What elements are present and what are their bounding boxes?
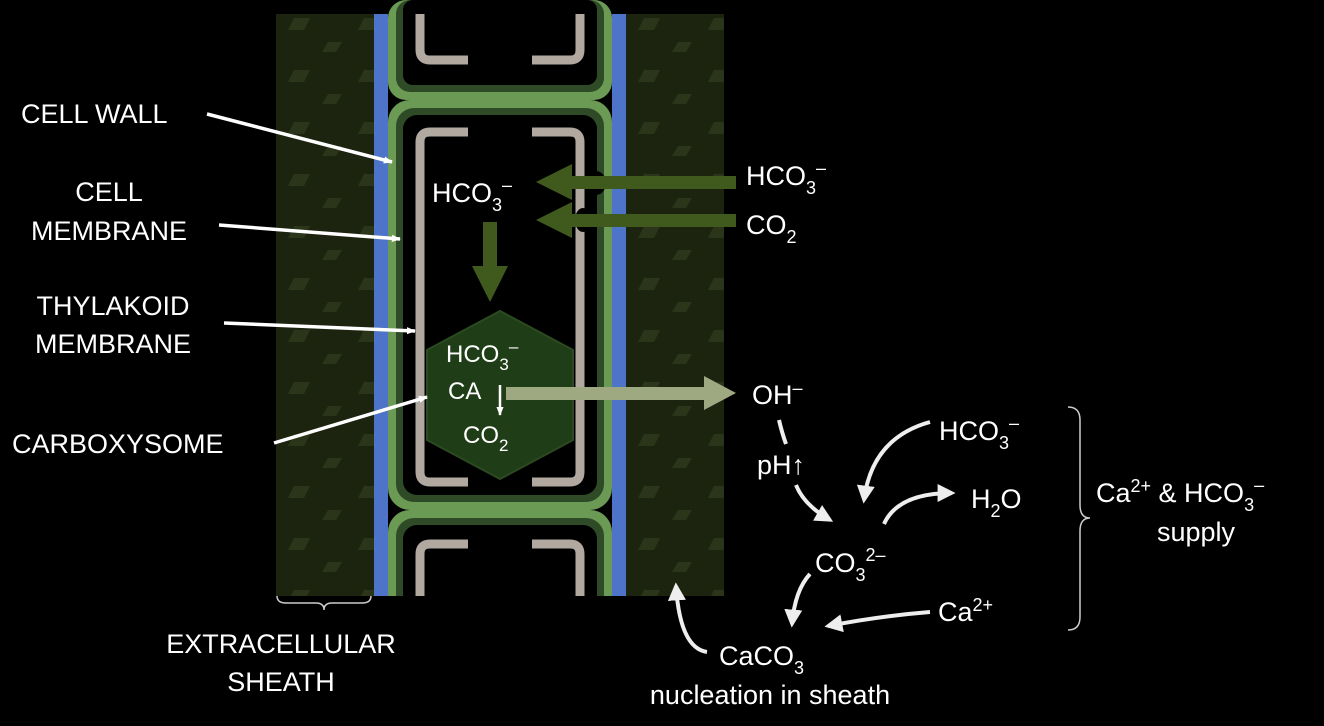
pointer-arrows: [206, 112, 428, 445]
hco3-external-label: HCO3–: [939, 413, 1019, 453]
sheath-right: [626, 14, 724, 596]
supply-brace: [1067, 406, 1091, 631]
ca-enzyme-label: CA: [448, 378, 481, 405]
hco3-inside-label: HCO3–: [432, 175, 512, 215]
ph-rise-label: pH↑: [757, 450, 805, 480]
co2-carboxysome-label: CO2: [463, 422, 508, 455]
sheath-left: [276, 14, 374, 596]
cell-wall-right: [612, 14, 626, 596]
supply-line-2: supply: [1157, 517, 1236, 547]
hco3-carboxysome-label: HCO3–: [446, 337, 519, 374]
hydroxide-label: OH–: [752, 378, 803, 410]
label-sheath-1: EXTRACELLULAR: [166, 629, 396, 659]
water-label: H2O: [971, 484, 1022, 521]
label-carboxysome: CARBOXYSOME: [12, 429, 224, 459]
reaction-arrows: [667, 419, 956, 654]
calcite-label: CaCO3: [719, 641, 804, 678]
label-thylakoid-1: THYLAKOID: [36, 291, 189, 321]
oh-export-arrow: [506, 376, 736, 410]
uptake-arrows: [472, 164, 736, 302]
label-cell-membrane-1: CELL: [75, 177, 143, 207]
label-cell-wall: CELL WALL: [21, 99, 168, 129]
label-sheath-2: SHEATH: [227, 667, 335, 697]
cell-wall-left: [374, 14, 388, 596]
nucleation-label: nucleation in sheath: [650, 680, 890, 710]
hco3-outside-label: HCO3–: [746, 158, 826, 198]
calcium-label: Ca2+: [938, 595, 993, 627]
upper-cell: [388, 0, 612, 100]
co2-outside-label: CO2: [746, 210, 797, 247]
thylakoid-membrane: [415, 127, 585, 487]
sheath-bracket: [276, 595, 372, 611]
label-thylakoid-2: MEMBRANE: [35, 329, 191, 359]
carbonate-label: CO32–: [815, 545, 886, 585]
supply-line-1: Ca2+ & HCO3–: [1096, 475, 1264, 515]
label-cell-membrane-2: MEMBRANE: [31, 216, 187, 246]
